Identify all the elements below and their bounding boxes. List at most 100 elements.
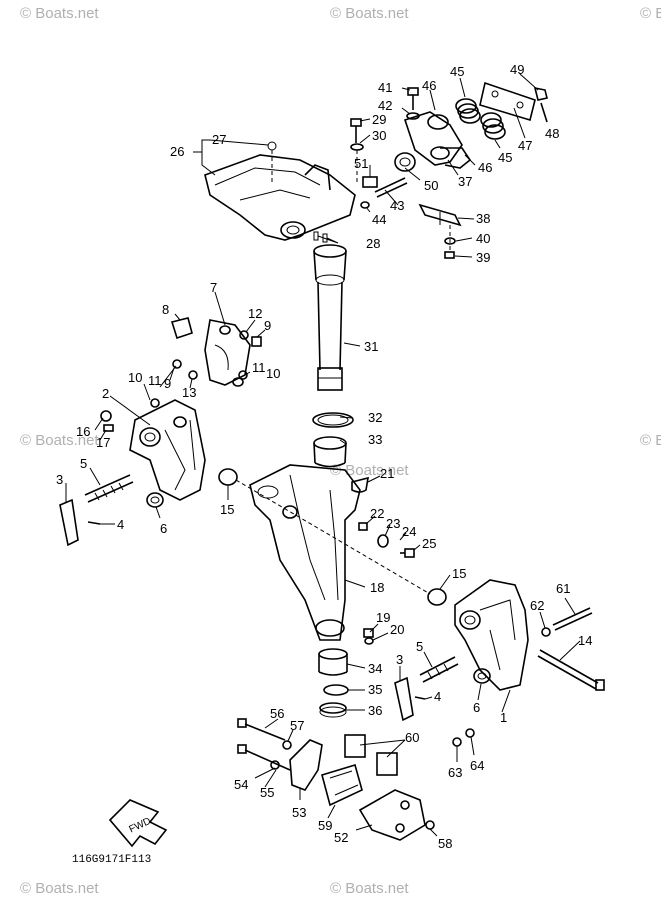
callout-label: 6 bbox=[473, 700, 480, 715]
callout-label: 8 bbox=[162, 302, 169, 317]
callout-label: 15 bbox=[452, 566, 466, 581]
part-pad-right bbox=[473, 668, 491, 684]
callout-label: 33 bbox=[368, 432, 382, 447]
callout-label: 31 bbox=[364, 339, 378, 354]
part-clamp-handle-right bbox=[394, 676, 426, 722]
callout-label: 42 bbox=[378, 98, 392, 113]
part-shaft-43 bbox=[360, 176, 408, 209]
callout-label: 29 bbox=[372, 112, 386, 127]
callout-label: 39 bbox=[476, 250, 490, 265]
callout-label: 46 bbox=[422, 78, 436, 93]
part-bolt-29 bbox=[350, 118, 364, 185]
callout-label: 22 bbox=[370, 506, 384, 521]
callout-label: 43 bbox=[390, 198, 404, 213]
part-pad-left bbox=[146, 492, 164, 508]
callout-label: 52 bbox=[334, 830, 348, 845]
part-bushing-15 bbox=[218, 468, 238, 486]
callout-label: 60 bbox=[405, 730, 419, 745]
part-steering-bracket bbox=[204, 141, 356, 241]
callout-label: 5 bbox=[80, 456, 87, 471]
watermark: © Boats.net bbox=[330, 462, 409, 479]
callout-label: 47 bbox=[518, 138, 532, 153]
callout-label: 13 bbox=[182, 385, 196, 400]
part-plate-7 bbox=[204, 319, 251, 387]
callout-label: 14 bbox=[578, 633, 592, 648]
part-tilt-lever-53 bbox=[237, 718, 323, 791]
part-clamp-bracket-right bbox=[454, 579, 529, 691]
part-nut-16-17 bbox=[100, 410, 114, 432]
callout-label: 50 bbox=[424, 178, 438, 193]
callout-label: 64 bbox=[470, 758, 484, 773]
part-spring bbox=[480, 112, 506, 140]
part-bolt-41 bbox=[406, 87, 420, 120]
part-steering-shaft bbox=[313, 244, 347, 391]
part-small-parts-22-25 bbox=[358, 522, 415, 558]
callout-label: 12 bbox=[248, 306, 262, 321]
part-bracket-38 bbox=[418, 203, 462, 259]
part-bracket-52 bbox=[358, 789, 435, 841]
callout-label: 3 bbox=[56, 472, 63, 487]
part-small-bolts-9-13 bbox=[150, 359, 248, 408]
watermark: © Boats.net bbox=[640, 432, 661, 449]
watermark: © Boats.net bbox=[330, 880, 409, 897]
callout-leaders bbox=[65, 73, 581, 837]
callout-label: 35 bbox=[368, 682, 382, 697]
callout-label: 38 bbox=[476, 211, 490, 226]
callout-label: 2 bbox=[102, 386, 109, 401]
part-oring-35 bbox=[323, 684, 349, 696]
callout-label: 17 bbox=[96, 435, 110, 450]
callout-label: 10 bbox=[266, 366, 280, 381]
part-clamp-handle-left bbox=[59, 498, 101, 547]
part-bushing-36 bbox=[319, 702, 347, 718]
callout-label: 40 bbox=[476, 231, 490, 246]
part-grease-19-20 bbox=[363, 628, 374, 645]
part-clamp-screw-left bbox=[84, 474, 134, 503]
callout-label: 63 bbox=[448, 765, 462, 780]
callout-label: 21 bbox=[380, 466, 394, 481]
callout-label: 9 bbox=[264, 318, 271, 333]
part-plate-59 bbox=[321, 763, 363, 807]
callout-label: 49 bbox=[510, 62, 524, 77]
callout-label: 26 bbox=[170, 144, 184, 159]
callout-label: 27 bbox=[212, 132, 226, 147]
watermark: © Boats.net bbox=[330, 5, 409, 22]
callout-label: 32 bbox=[368, 410, 382, 425]
callout-label: 18 bbox=[370, 580, 384, 595]
callout-label: 48 bbox=[545, 126, 559, 141]
watermark: © Boats.net bbox=[20, 5, 99, 22]
callout-label: 59 bbox=[318, 818, 332, 833]
watermark: © Boats.net bbox=[20, 432, 99, 449]
part-swivel-bracket bbox=[249, 464, 361, 641]
part-bolt-61 bbox=[541, 607, 593, 637]
part-spring bbox=[455, 98, 481, 124]
callout-label: 16 bbox=[76, 424, 90, 439]
part-clamp-bracket-left bbox=[129, 399, 206, 501]
parts-linework: FWD 116G9171F113 bbox=[59, 81, 605, 866]
callout-label: 62 bbox=[530, 598, 544, 613]
part-ring-32 bbox=[312, 412, 354, 428]
callout-label: 37 bbox=[458, 174, 472, 189]
callout-label: 44 bbox=[372, 212, 386, 227]
callout-label: 6 bbox=[160, 521, 167, 536]
part-bushing-33 bbox=[313, 436, 347, 468]
callout-label: 45 bbox=[498, 150, 512, 165]
watermark: © Boats.net bbox=[20, 880, 99, 897]
callout-label: 5 bbox=[416, 639, 423, 654]
callout-label: 4 bbox=[434, 689, 441, 704]
callout-label: 53 bbox=[292, 805, 306, 820]
callout-label: 11 bbox=[252, 360, 266, 375]
callout-label: 11 bbox=[148, 373, 162, 388]
part-nut-12 bbox=[239, 330, 262, 347]
callout-label: 15 bbox=[220, 502, 234, 517]
part-clamp-screw-right bbox=[419, 656, 459, 683]
callout-label: 30 bbox=[372, 128, 386, 143]
part-pads-60 bbox=[344, 734, 398, 776]
callout-label: 58 bbox=[438, 836, 452, 851]
callout-label: 20 bbox=[390, 622, 404, 637]
callout-label: 56 bbox=[270, 706, 284, 721]
callout-label: 61 bbox=[556, 581, 570, 596]
fwd-arrow: FWD bbox=[108, 799, 168, 848]
part-plate-47 bbox=[479, 81, 548, 123]
callout-label: 24 bbox=[402, 524, 416, 539]
